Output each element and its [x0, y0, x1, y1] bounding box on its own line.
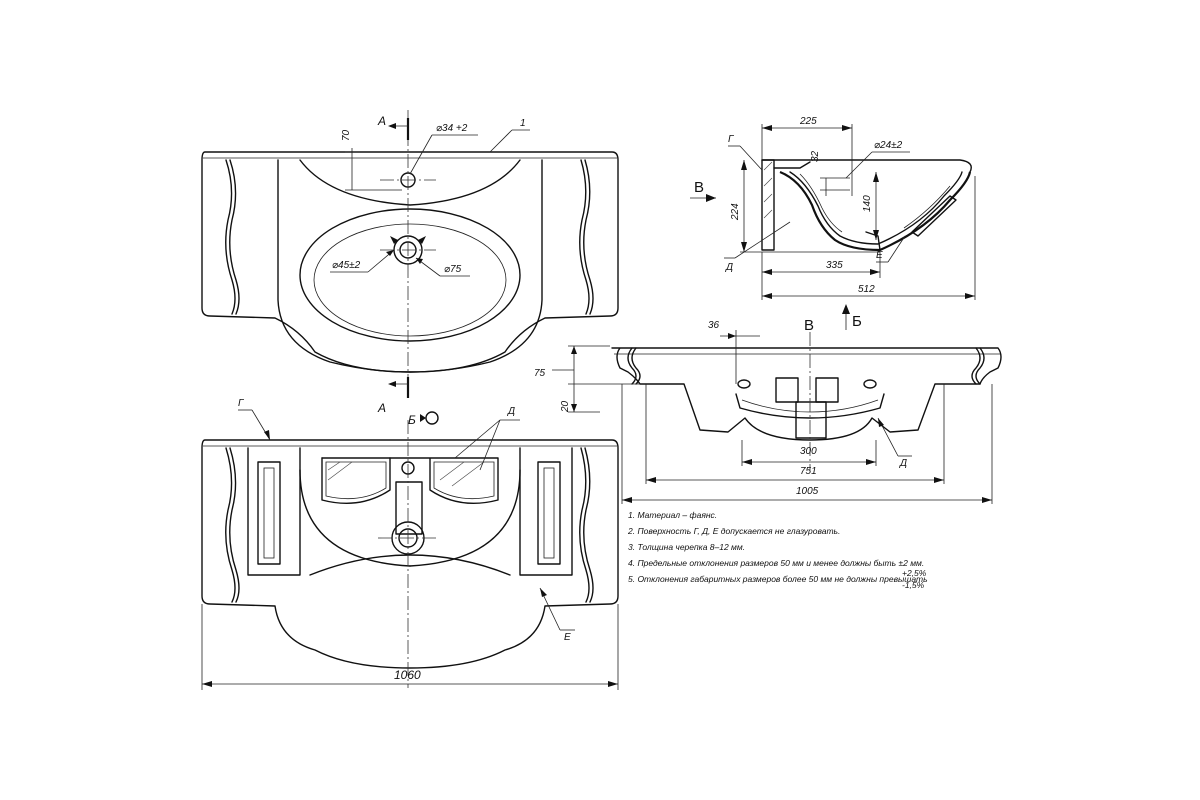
section-b-arrow-label: Б [852, 313, 862, 330]
dim-top-75: ⌀75 [444, 264, 462, 275]
note-5: 5. Отклонения габаритных размеров более … [628, 574, 928, 584]
callout-d-front: Д [899, 458, 907, 469]
callout-d-side: Д [725, 262, 733, 273]
dim-front-36: 36 [708, 320, 720, 331]
dim-side-335: 335 [826, 260, 843, 271]
view-v-label: В [804, 317, 814, 334]
technical-notes: 1. Материал – фаянс. 2. Поверхность Г, Д… [627, 510, 928, 590]
callout-e-side: Е [876, 250, 883, 261]
section-a-bottom-label: А [377, 401, 386, 415]
callout-e-bottom: Е [564, 632, 571, 643]
front-view: В 36 75 20 300 751 1005 Д [534, 317, 1002, 504]
dim-front-75: 75 [534, 368, 546, 379]
tolerance-lower: -1,5% [902, 580, 925, 590]
callout-d-bottom: Д [507, 406, 515, 417]
dim-side-hole: ⌀24±2 [874, 140, 903, 151]
dim-top-drain: ⌀45±2 [332, 260, 361, 271]
top-view: А А 70 ⌀34 +2 1 ⌀45±2 ⌀75 [201, 110, 619, 415]
callout-g-bottom: Г [238, 398, 245, 409]
note-1: 1. Материал – фаянс. [628, 510, 717, 520]
dim-side-224: 224 [730, 203, 741, 221]
dim-side-512: 512 [858, 284, 875, 295]
note-4: 4. Предельные отклонения размеров 50 мм … [628, 558, 924, 568]
side-section-view: В 225 32 ⌀24±2 224 140 335 512 Г Д Е Б [690, 116, 976, 330]
dim-side-225: 225 [799, 116, 817, 127]
dim-front-300: 300 [800, 446, 817, 457]
dim-front-1005: 1005 [796, 486, 819, 497]
note-3: 3. Толщина черепка 8–12 мм. [628, 542, 745, 552]
view-b-label: Б [408, 413, 416, 427]
bottom-view: Б Г Д Е 1060 [201, 398, 619, 690]
dim-top-hole: ⌀34 +2 [436, 123, 468, 134]
dim-top-70: 70 [341, 129, 352, 141]
callout-item-1: 1 [520, 118, 526, 129]
dim-bottom-1060: 1060 [394, 668, 421, 682]
callout-g-side: Г [728, 134, 735, 145]
dim-front-751: 751 [800, 466, 817, 477]
section-a-top-label: А [377, 114, 386, 128]
note-2: 2. Поверхность Г, Д, Е допускается не гл… [627, 526, 840, 536]
dim-side-140: 140 [862, 195, 873, 212]
view-v-arrow-label: В [694, 179, 704, 196]
dim-front-20: 20 [560, 400, 571, 413]
tolerance-upper: +2,5% [902, 568, 927, 578]
dim-side-32: 32 [810, 150, 821, 162]
